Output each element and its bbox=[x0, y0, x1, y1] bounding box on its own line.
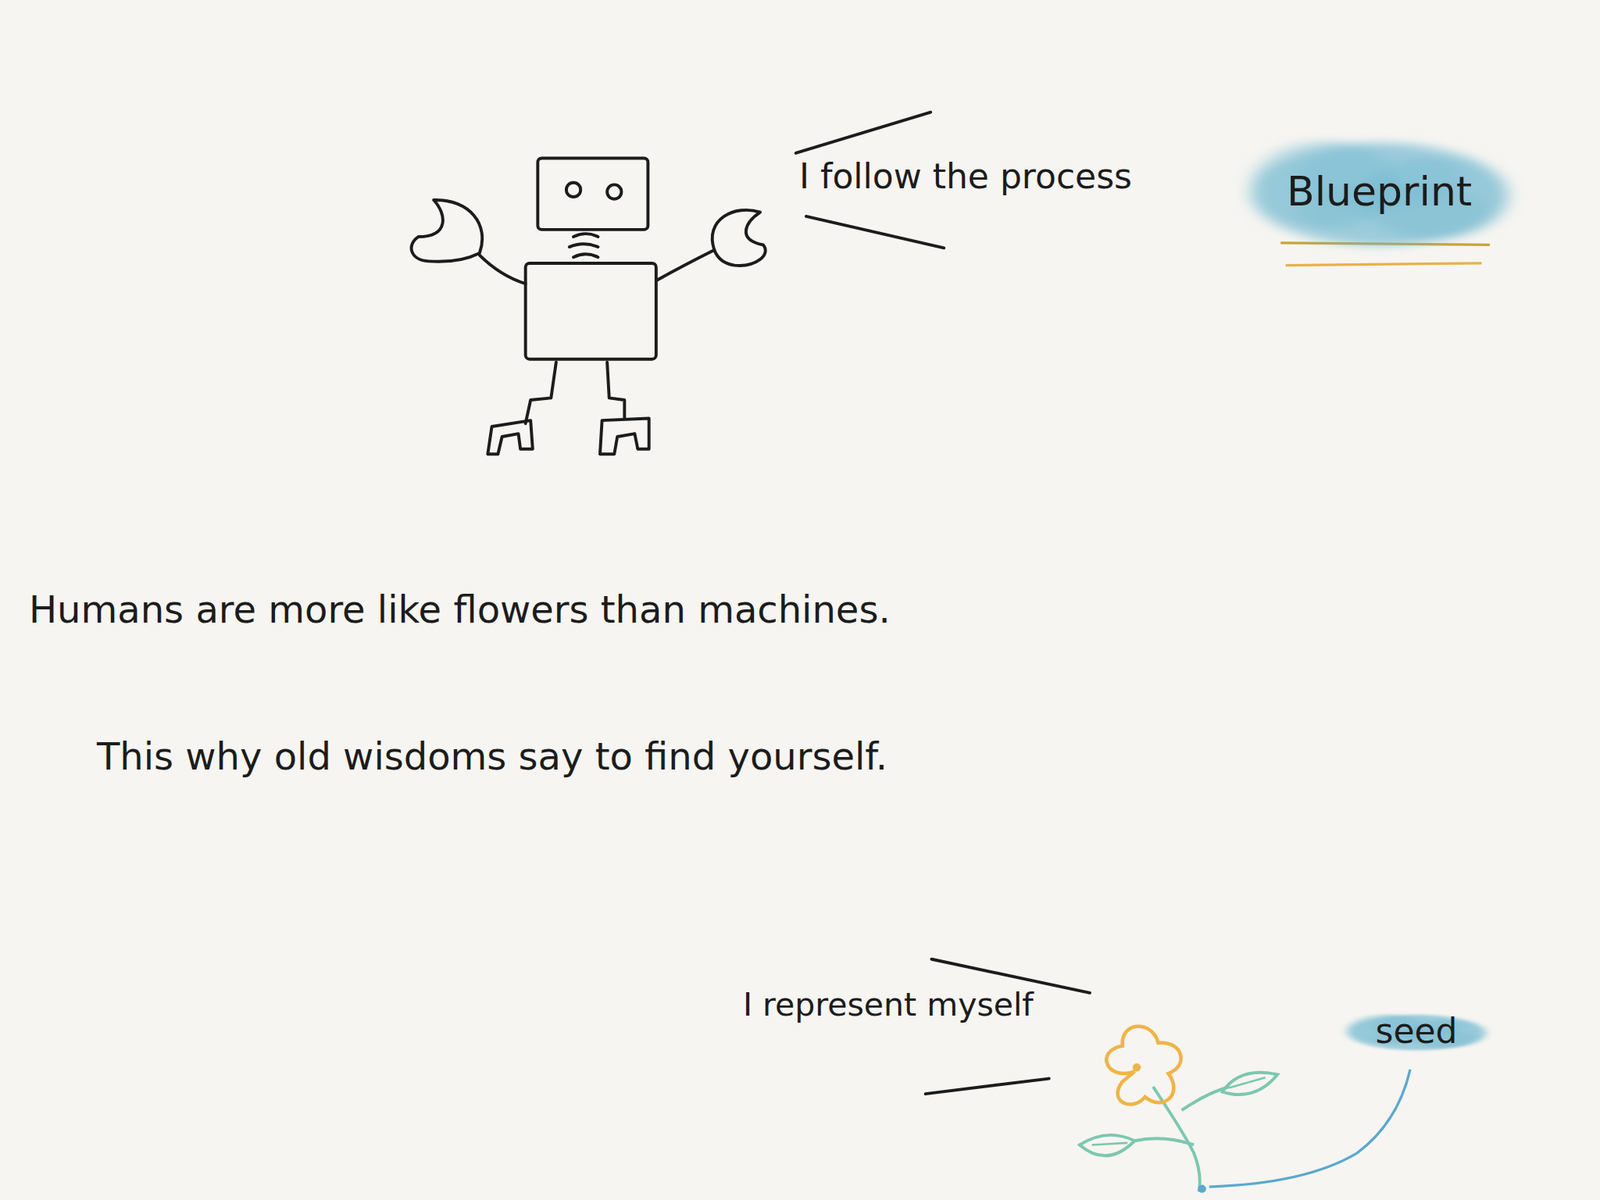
handwritten-note: I follow the process bbox=[799, 156, 1133, 198]
speech-mark bbox=[925, 1078, 1050, 1095]
robot-arm bbox=[479, 255, 526, 285]
watercolor-label: Blueprint bbox=[1239, 122, 1519, 261]
robot-arm bbox=[656, 250, 715, 281]
robot-leg bbox=[525, 362, 625, 424]
watercolor-label: seed bbox=[1341, 1007, 1492, 1056]
robot-foot bbox=[600, 418, 650, 455]
node-text: Blueprint bbox=[1286, 167, 1472, 216]
handwritten-note: Humans are more like flowers than machin… bbox=[28, 587, 891, 633]
speech-mark bbox=[796, 112, 931, 154]
node-text: seed bbox=[1375, 1010, 1458, 1053]
flower bbox=[1079, 1026, 1411, 1193]
robot-neck bbox=[569, 233, 599, 258]
robot-head bbox=[537, 157, 648, 229]
speech-mark bbox=[806, 216, 944, 248]
handwritten-note: I represent myself bbox=[742, 985, 1034, 1025]
robot-foot bbox=[487, 420, 533, 454]
robot-eye bbox=[566, 182, 581, 197]
robot-eye bbox=[607, 184, 622, 199]
robot-claw bbox=[411, 200, 483, 262]
underline bbox=[1285, 263, 1483, 266]
handwritten-note: This why old wisdoms say to find yoursel… bbox=[96, 734, 888, 780]
robot-body bbox=[525, 263, 657, 360]
robot-claw bbox=[712, 210, 766, 266]
